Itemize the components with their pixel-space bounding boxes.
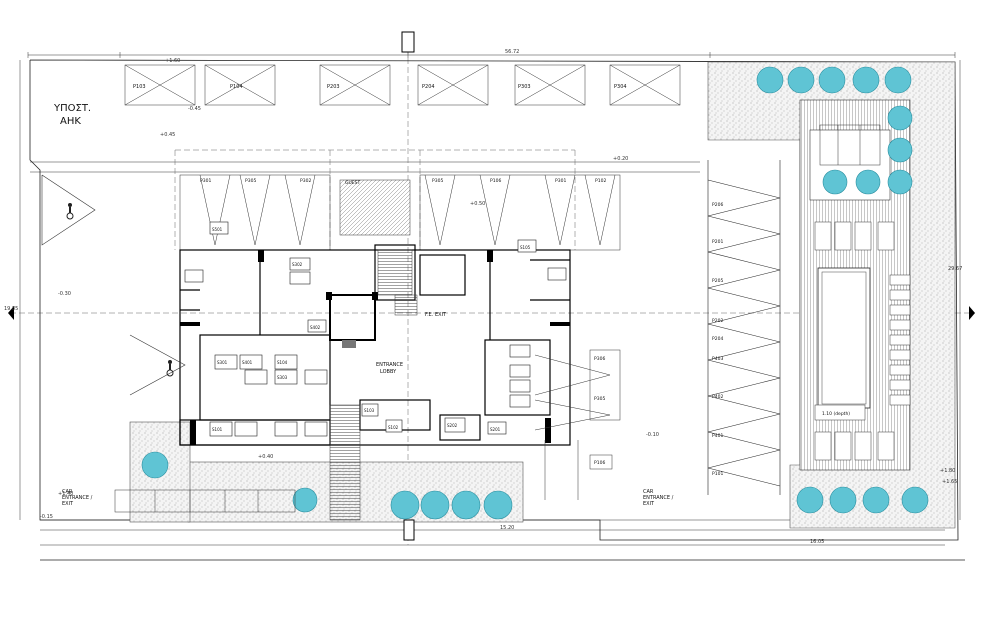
columns: [180, 31, 570, 541]
level-labels: +1.60 +0.45 +0.40 +0.20 +0.50 -0.45 -0.3…: [40, 58, 957, 520]
parking-label: P206: [712, 202, 723, 208]
parking-label: P102: [595, 178, 606, 184]
level-label: +0.50: [470, 201, 485, 207]
car-entrance-left-3: EXIT: [62, 501, 74, 507]
top-parking-spaces: [124, 64, 681, 106]
site-boundary: [29, 59, 965, 561]
parking-label: P301: [555, 178, 566, 184]
storage-label: S501: [212, 227, 223, 232]
level-label: -0.10: [646, 432, 659, 438]
storage-labels: S101 S102 S103 S104 S105 S201 S202 S301 …: [212, 227, 531, 432]
dimension-label: 19.85: [4, 306, 18, 312]
level-label: -0.30: [58, 291, 71, 297]
storage-label: S202: [447, 423, 458, 428]
top-parking-labels: P103 P104 P203 P204 P303 P304: [133, 84, 627, 90]
car-entrance-right: CAR: [643, 489, 654, 495]
entrance-lobby-label-2: LOBBY: [380, 369, 397, 375]
parking-label: P304: [614, 84, 627, 90]
storage-label: S402: [310, 325, 321, 330]
level-label: -0.45: [188, 106, 201, 112]
parking-label: P305: [245, 178, 256, 184]
upper-parking-spaces: [179, 174, 621, 251]
car-entrance-right-3: EXIT: [643, 501, 655, 507]
parking-label: P401: [712, 433, 723, 439]
level-label: +0.40: [258, 454, 273, 460]
parking-label: P302: [300, 178, 311, 184]
level-label: +0.45: [160, 132, 175, 138]
parking-label: P202: [712, 318, 723, 324]
entrance-lobby-label: ENTRANCE: [376, 362, 403, 368]
right-parking-zigzag: [707, 160, 781, 495]
parking-label: P104: [230, 84, 243, 90]
section-markers: [8, 306, 975, 320]
storage-label: S303: [277, 375, 288, 380]
guest-label: GUEST: [345, 180, 360, 186]
parking-label: P203: [327, 84, 340, 90]
car-entrance-left: CAR: [62, 489, 73, 495]
dimension-label: 29.67: [948, 266, 962, 272]
lower-parking-bays: [114, 489, 296, 513]
depth-label: 1.10 (depth): [822, 411, 850, 417]
level-label: -0.15: [40, 514, 53, 520]
storage-rooms: [184, 221, 567, 437]
parking-label: P301: [200, 178, 211, 184]
dimension-label: 15.20: [500, 525, 514, 531]
parking-label: P305: [432, 178, 443, 184]
storage-label: S401: [242, 360, 253, 365]
overall-dimension-labels: 56.72 15.20 16.05 29.67 19.85: [4, 49, 962, 545]
storage-label: S302: [292, 262, 303, 267]
level-label: +1.65: [942, 479, 957, 485]
storage-label: S105: [520, 245, 531, 250]
accessible-parking: [41, 174, 186, 396]
parking-label: P103: [133, 84, 146, 90]
stairs: [329, 249, 418, 521]
level-label: +1.60: [165, 58, 180, 64]
storage-label: S201: [490, 427, 501, 432]
parking-label: P402: [712, 394, 723, 400]
car-entrance-right-2: ENTRANCE /: [643, 495, 674, 501]
dimension-label: 16.05: [810, 539, 824, 545]
storage-label: S102: [388, 425, 399, 430]
parking-label: P201: [712, 239, 723, 245]
fire-exit-label: F.E. EXIT: [425, 312, 447, 318]
substation-label: ΥΠΟΣΤ.: [53, 103, 91, 114]
parking-label: P306: [594, 356, 605, 362]
parking-label: P106: [490, 178, 501, 184]
level-label: +1.80: [940, 468, 955, 474]
parking-label: P204: [422, 84, 435, 90]
parking-label: P303: [518, 84, 531, 90]
parking-label: P101: [712, 471, 723, 477]
storage-label: S104: [277, 360, 288, 365]
pool-deck: [799, 99, 911, 471]
middle-parking: [534, 349, 621, 500]
level-label: +1.40: [58, 491, 73, 497]
level-label: +0.20: [613, 156, 628, 162]
parking-label: P403: [712, 356, 723, 362]
parking-label: P106: [594, 460, 605, 466]
upper-parking-labels: P301 P305 P302 P305 P106 P301 P102 GUEST: [200, 178, 606, 186]
parking-label: P205: [712, 278, 723, 284]
car-entrance-left-2: ENTRANCE /: [62, 495, 93, 501]
storage-label: S101: [212, 427, 223, 432]
right-parking-labels: P206 P201 P205 P202 P204 P403 P402 P401 …: [712, 202, 723, 477]
parking-label: P305: [594, 396, 605, 402]
substation-label-2: ΑΗΚ: [60, 116, 81, 127]
storage-label: S103: [364, 408, 375, 413]
dimension-label: 56.72: [505, 49, 519, 55]
parking-label: P204: [712, 336, 723, 342]
trees: [141, 66, 929, 520]
wheelchair-icon: [66, 203, 174, 377]
storage-label: S301: [217, 360, 228, 365]
